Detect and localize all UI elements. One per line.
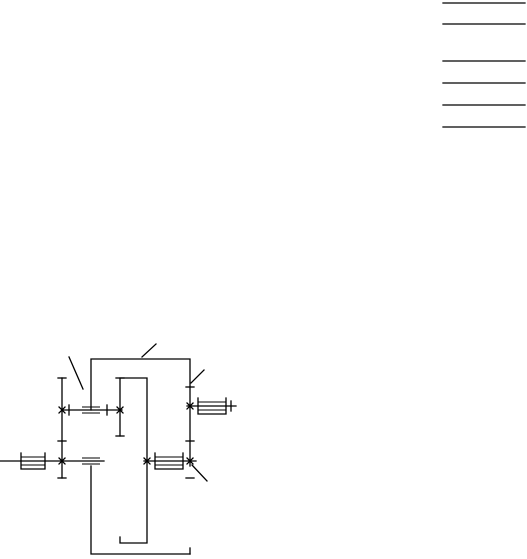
leader-line xyxy=(68,356,84,390)
upper-left-cross-mark xyxy=(58,406,66,414)
answer-blanks xyxy=(442,2,526,128)
output-coupling xyxy=(154,452,184,470)
output-left-cross-mark xyxy=(143,457,151,465)
lower-left-cross-mark xyxy=(58,457,66,465)
output-right-cross-mark xyxy=(186,457,194,465)
upper-right-cross-mark xyxy=(116,406,124,414)
gear-train-diagram xyxy=(0,343,237,555)
left-coupling xyxy=(20,452,46,470)
right-upper-cross-mark xyxy=(186,402,194,410)
leader-line xyxy=(191,464,208,482)
leader-line xyxy=(141,343,157,358)
right-upper-coupling xyxy=(197,397,227,415)
housing-top xyxy=(90,358,191,411)
inner-member xyxy=(119,377,148,544)
leader-line xyxy=(190,369,205,384)
housing-bottom xyxy=(90,465,191,555)
